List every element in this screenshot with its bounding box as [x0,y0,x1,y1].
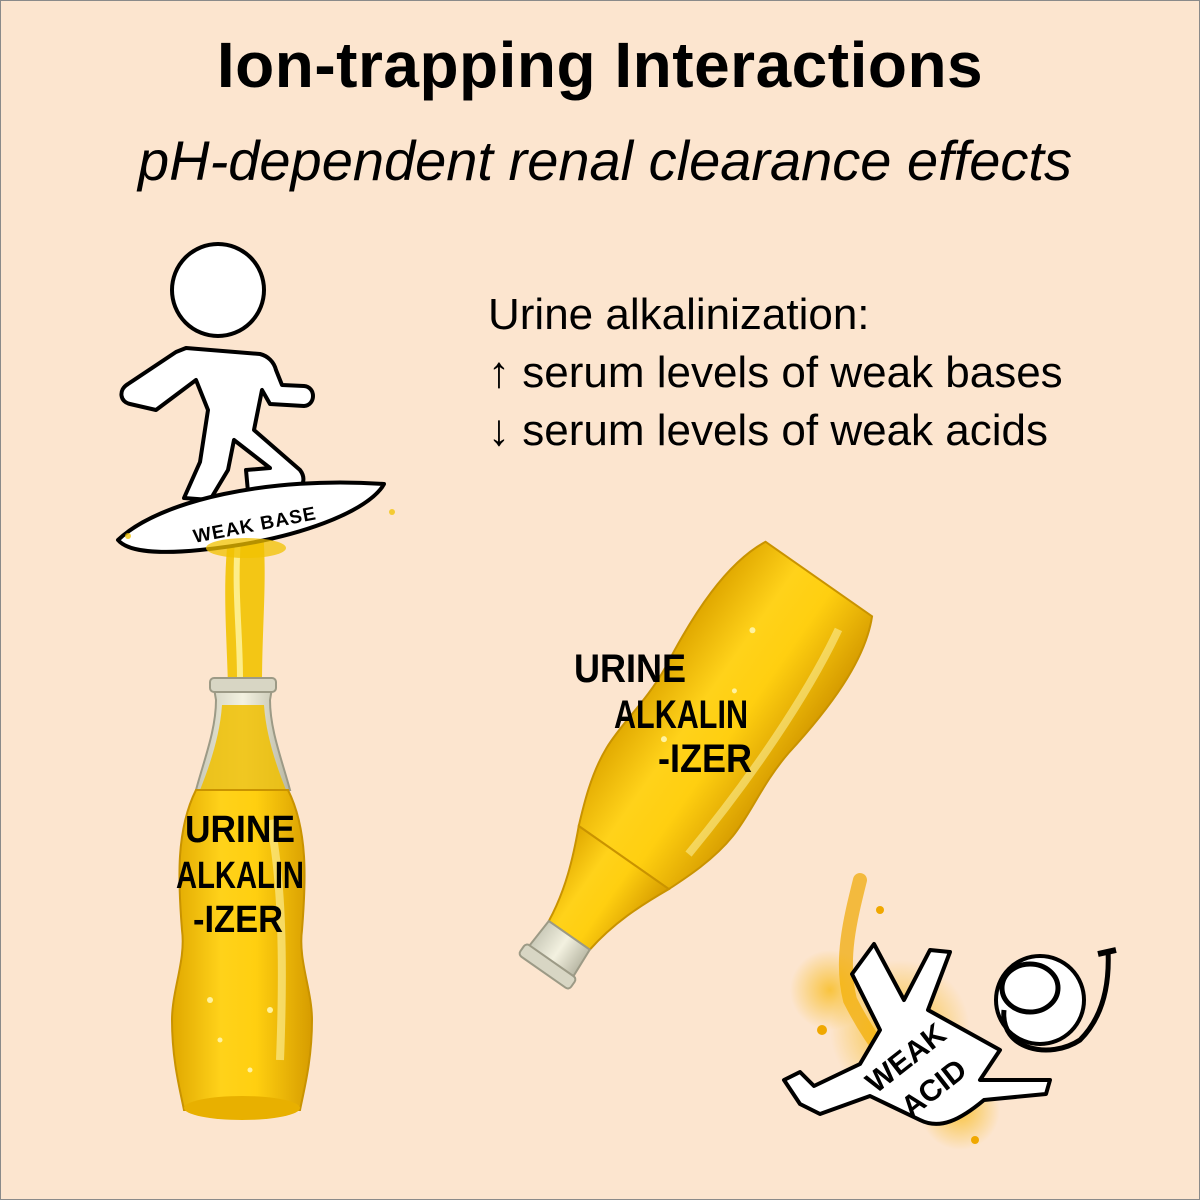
info-line-weak-acids: ↓ serum levels of weak acids [488,406,1048,455]
info-text: Urine alkalinization: ↑ serum levels of … [488,286,1063,460]
bottle-left-label-line-1: URINE [185,809,295,851]
splash-icon [125,509,395,558]
bottle-left-label-line-2: ALKALIN [176,855,304,897]
info-heading: Urine alkalinization: [488,290,870,339]
info-line-weak-bases: ↑ serum levels of weak bases [488,348,1063,397]
stick-figure-surfer-icon [116,242,386,554]
bottle-left-label-line-3: -IZER [193,899,283,941]
soda-bottle-icon [170,520,314,1120]
bottle-right-label-line-2: ALKALIN [614,693,748,737]
soda-bottle-icon [518,540,874,990]
page-subtitle: pH-dependent renal clearance effects [138,129,1072,192]
bottle-right-label-line-1: URINE [574,647,686,691]
page-title: Ion-trapping Interactions [216,29,984,101]
stick-figure-diver-icon [782,942,1117,1126]
bottle-right-label-line-3: -IZER [658,737,752,781]
